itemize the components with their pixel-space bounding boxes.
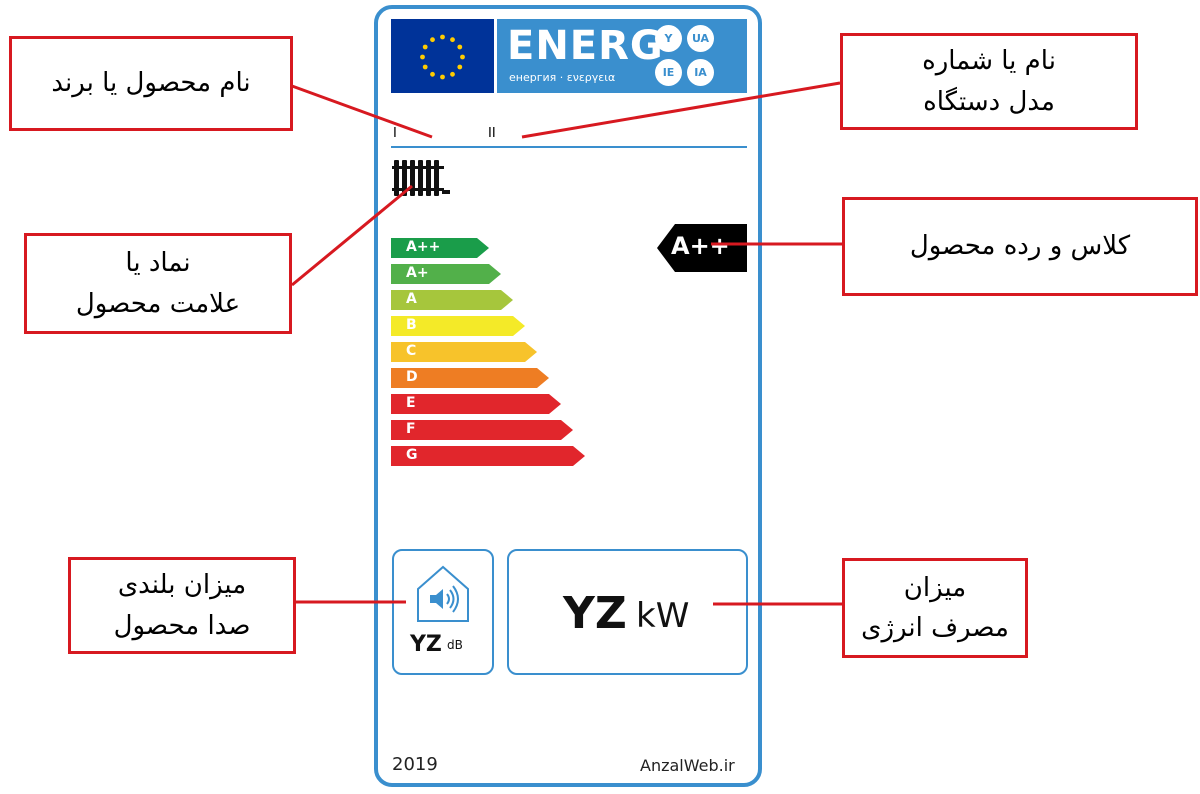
scale-bar-e: E [391, 394, 561, 414]
label-year: 2019 [392, 754, 438, 775]
scale-bar-a-plus-plus: A++ [391, 238, 489, 258]
noise-unit: dB [447, 638, 463, 652]
header-divider [391, 146, 747, 148]
callout-energy-consumption: میزان مصرف انرژی [842, 558, 1028, 658]
callout-noise-level: میزان بلندی صدا محصول [68, 557, 296, 654]
website-credit: AnzalWeb.ir [640, 756, 735, 775]
callout-product-symbol: نماد یا علامت محصول [24, 233, 292, 334]
noise-value: YZ [410, 632, 442, 657]
model-marker: II [488, 126, 496, 141]
energy-brand-box: ENERG енергия · ενεργεια Y UA IE IA [497, 19, 747, 93]
energy-subtitle: енергия · ενεργεια [509, 71, 616, 84]
eu-flag-icon [391, 19, 494, 93]
brand-marker: I [393, 126, 397, 141]
language-badge: UA [687, 25, 714, 52]
product-class-arrow: A++ [657, 224, 747, 272]
callout-brand-name: نام محصول یا برند [9, 36, 293, 131]
language-badge: IE [655, 59, 682, 86]
power-unit: kW [636, 596, 690, 636]
energy-brand-word: ENERG [507, 23, 664, 69]
power-box [507, 549, 748, 675]
noise-box [392, 549, 494, 675]
scale-bar-a: A [391, 290, 513, 310]
scale-bar-a-plus: A+ [391, 264, 501, 284]
language-badge: Y [655, 25, 682, 52]
callout-model-id: نام یا شماره مدل دستگاه [840, 33, 1138, 130]
scale-bar-c: C [391, 342, 537, 362]
scale-bar-b: B [391, 316, 525, 336]
product-class-value: A++ [671, 232, 730, 260]
scale-bar-f: F [391, 420, 573, 440]
power-value: YZ [563, 588, 627, 639]
speaker-house-icon [414, 563, 472, 627]
scale-bar-d: D [391, 368, 549, 388]
radiator-icon [392, 158, 450, 202]
scale-bar-g: G [391, 446, 585, 466]
callout-energy-class: کلاس و رده محصول [842, 197, 1198, 296]
language-badge: IA [687, 59, 714, 86]
eu-header: ENERG енергия · ενεργεια Y UA IE IA [391, 19, 747, 93]
